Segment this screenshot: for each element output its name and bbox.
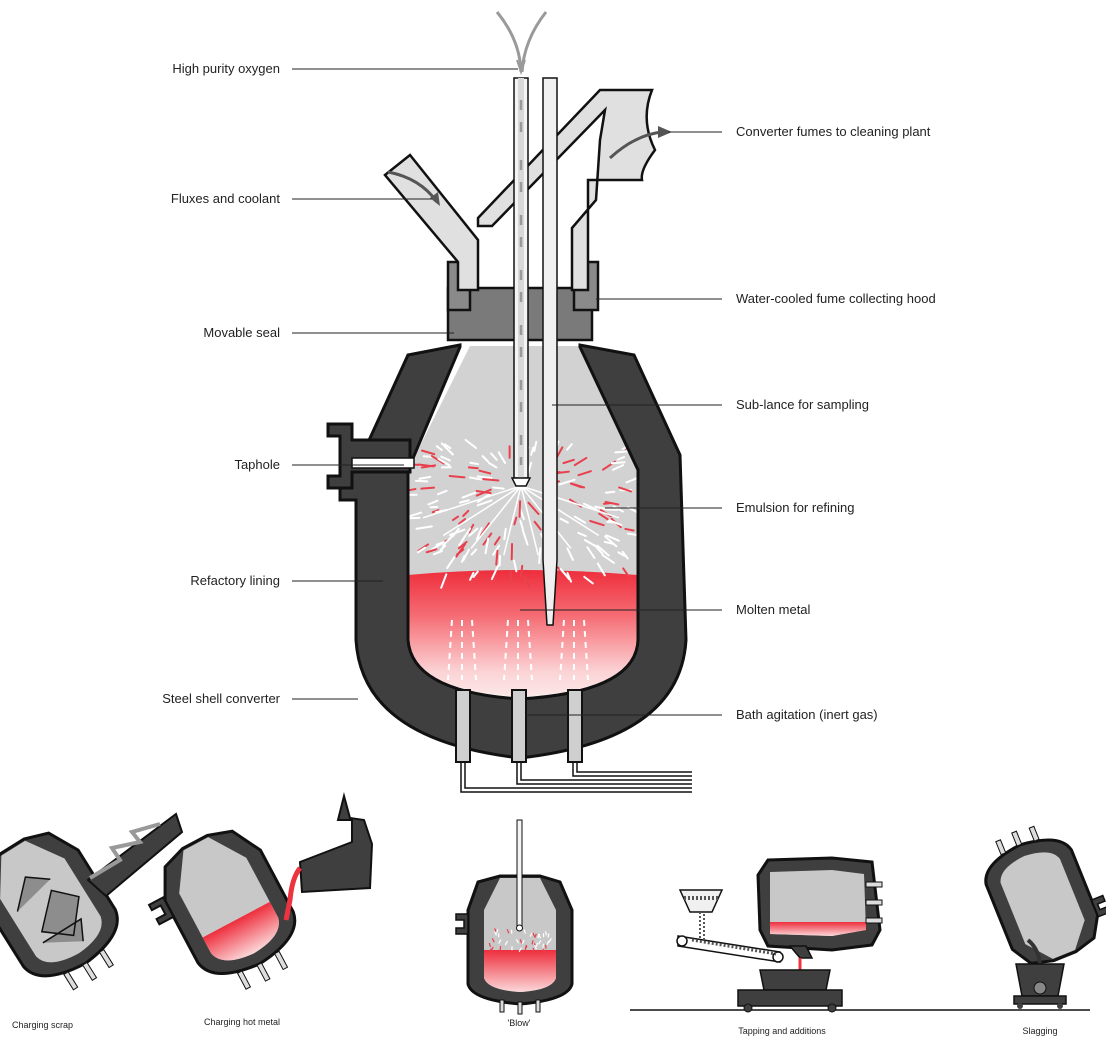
- emulsion-spark: [496, 551, 497, 565]
- emulsion-spark: [521, 566, 522, 576]
- label-high-purity-oxygen: High purity oxygen: [172, 61, 280, 76]
- sub-lance: [543, 78, 557, 625]
- step-blow: 'Blow': [456, 820, 572, 1028]
- oxygen-lance: [512, 78, 530, 486]
- label-sub-lance: Sub-lance for sampling: [736, 397, 869, 412]
- label-emulsion: Emulsion for refining: [736, 500, 855, 515]
- label-taphole: Taphole: [234, 457, 280, 472]
- label-steel-shell-converter: Steel shell converter: [162, 691, 280, 706]
- emulsion-spark: [612, 462, 625, 463]
- label-movable-seal: Movable seal: [203, 325, 280, 340]
- step-slagging: Slagging: [972, 810, 1106, 1036]
- emulsion-spark: [470, 463, 478, 464]
- emulsion-spark: [450, 476, 465, 477]
- label-refactory-lining: Refactory lining: [190, 573, 280, 588]
- emulsion-spark: [478, 477, 492, 478]
- emulsion-spark: [539, 548, 540, 563]
- emulsion-spark: [493, 488, 504, 489]
- label-bath-agitation: Bath agitation (inert gas): [736, 707, 878, 722]
- emulsion-spark: [511, 572, 512, 582]
- blow-spark: [548, 933, 549, 937]
- emulsion-spark: [520, 501, 521, 516]
- label-molten-metal: Molten metal: [736, 602, 811, 617]
- caption-charging-hot-metal: Charging hot metal: [204, 1017, 280, 1027]
- caption-charging-scrap: Charging scrap: [12, 1020, 73, 1030]
- molten-metal-bath: [408, 570, 638, 697]
- emulsion-spark: [483, 479, 498, 480]
- label-fluxes-and-coolant: Fluxes and coolant: [171, 191, 281, 206]
- main-converter: [328, 12, 692, 792]
- label-fume-hood: Water-cooled fume collecting hood: [736, 291, 936, 306]
- fume-duct: [478, 90, 655, 290]
- caption-blow: 'Blow': [508, 1018, 531, 1028]
- emulsion-spark: [605, 509, 617, 510]
- oxygen-inflow: [497, 12, 546, 72]
- step-charging-scrap: Charging scrap: [0, 814, 182, 1030]
- emulsion-spark: [469, 467, 478, 468]
- blow-spark: [543, 944, 544, 948]
- caption-tapping-and-additions: Tapping and additions: [738, 1026, 826, 1036]
- emulsion-spark: [606, 492, 614, 493]
- emulsion-spark: [604, 503, 611, 504]
- emulsion-spark: [421, 488, 434, 489]
- emulsion-spark: [416, 481, 427, 482]
- caption-slagging: Slagging: [1022, 1026, 1057, 1036]
- label-converter-fumes: Converter fumes to cleaning plant: [736, 124, 931, 139]
